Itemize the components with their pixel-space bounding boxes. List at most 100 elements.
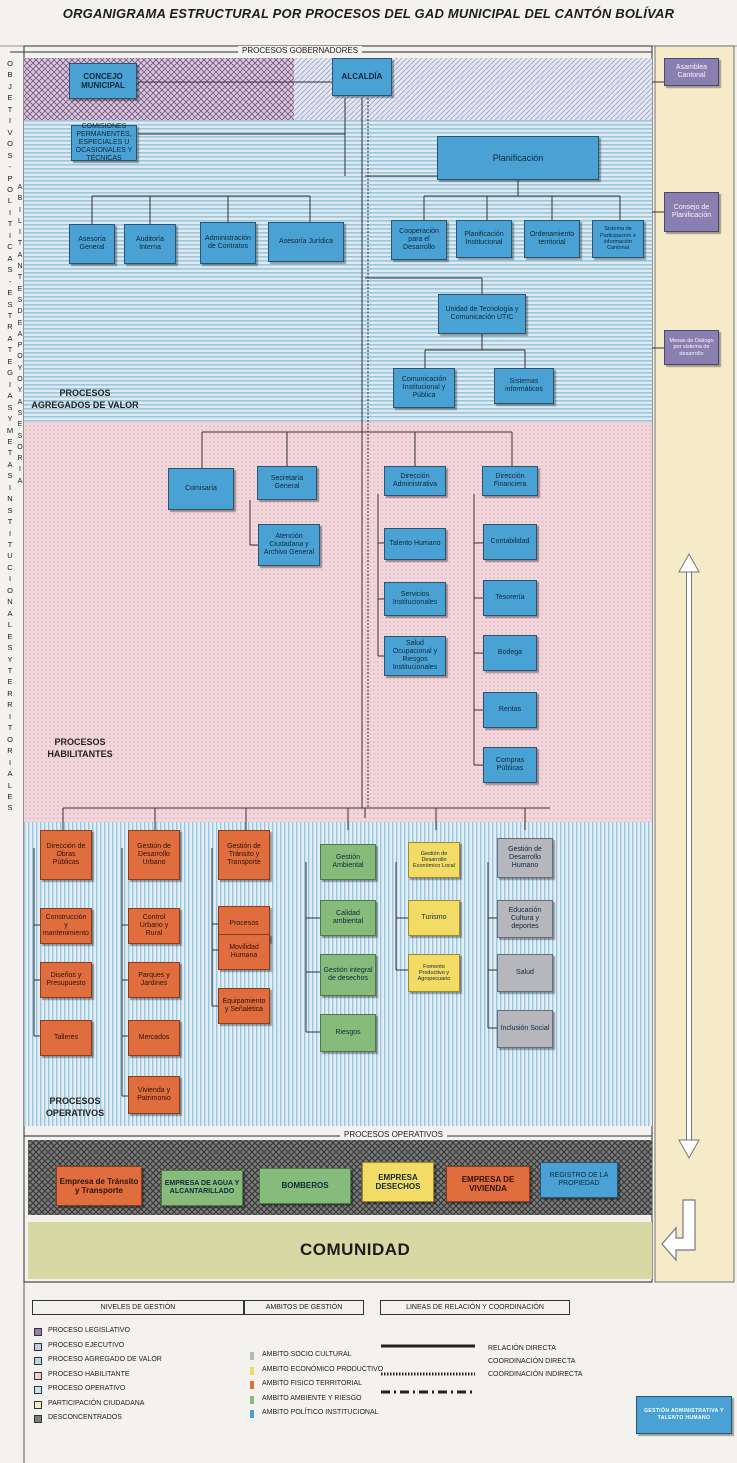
legend-ambitos-title: AMBITOS DE GESTIÓN [244, 1300, 364, 1315]
direccion-administrativa-box[interactable]: Dirección Administrativa [384, 466, 446, 496]
side-letter: O [7, 734, 13, 744]
construccion-mantenimiento-box[interactable]: Construcción y mantenimiento [40, 908, 92, 944]
legend-nivel-item: PROCESO OPERATIVO [48, 1385, 126, 1392]
legend-ambito-item: AMBITO SOCIO CULTURAL [262, 1351, 352, 1358]
comisiones-box[interactable]: COMISIONES PERMANENTES, ESPECIALES U OCA… [71, 123, 137, 162]
bomberos-box[interactable]: BOMBEROS [259, 1168, 351, 1204]
salud-ocupacional-box[interactable]: Salud Ocupacional y Riesgos Instituciona… [384, 636, 446, 676]
rentas-box[interactable]: Rentas [483, 692, 537, 728]
planificacion-box[interactable]: Planificación [437, 136, 599, 180]
side-letter: I [8, 379, 12, 389]
mesas-dialogo-box[interactable]: Mesas de Diálogo por sistema de desarrol… [664, 330, 719, 365]
turismo-box[interactable]: Turismo [408, 900, 460, 936]
side-letter: T [7, 666, 13, 676]
servicios-institucionales-box[interactable]: Servicios Institucionales [384, 582, 446, 616]
side-letter: L [7, 196, 13, 206]
legend-linea-coordinacion: COORDINACIÓN DIRECTA [488, 1358, 576, 1365]
side-letter: O [7, 59, 13, 68]
empresa-transito-box[interactable]: Empresa de Tránsito y Transporte [56, 1166, 142, 1206]
vivienda-patrimonio-box[interactable]: Vivienda y Patrimonio [128, 1076, 180, 1114]
gestion-ambiental-box[interactable]: Gestión Ambiental [320, 844, 376, 880]
administracion-contratos-box[interactable]: Administración de Contratos [200, 222, 256, 264]
legend-nivel-item: DESCONCENTRADOS [48, 1414, 122, 1421]
sistema-participacion-box[interactable]: Sistema de Participación e información C… [592, 220, 644, 258]
equipamiento-senaletica-box[interactable]: Equipamiento y Señalética [218, 988, 270, 1024]
control-urbano-box[interactable]: Control Urbano y Rural [128, 908, 180, 944]
side-letter: E [7, 677, 13, 687]
side-letter: V [7, 127, 13, 137]
desechos-box[interactable]: Gestión integral de desechos [320, 954, 376, 996]
legend-ambito-item: AMBITO ECONÓMICO PRODUCTIVO [262, 1365, 384, 1373]
legend-lineas-title: LINEAS DE RELACIÓN Y COORDINACIÓN [380, 1300, 570, 1315]
legend-nivel-swatch [34, 1357, 42, 1365]
sistemas-informaticos-box[interactable]: Sistemas informáticos [494, 368, 554, 404]
comunidad-label: COMUNIDAD [300, 1240, 411, 1259]
side-letter: S [7, 803, 13, 813]
side-letter: A [7, 769, 13, 779]
consejo-planificacion-box[interactable]: Consejo de Planificación [664, 192, 719, 232]
bodega-box[interactable]: Bodega [483, 635, 537, 671]
calidad-ambiental-box[interactable]: Calidad ambiental [320, 900, 376, 936]
side-letter: L [7, 780, 13, 790]
asesoria-juridica-box[interactable]: Asesoría Jurídica [268, 222, 344, 262]
empresa-vivienda-box[interactable]: EMPRESA DE VIVIENDA [446, 1166, 530, 1202]
direccion-financiera-box[interactable]: Dirección Financiera [482, 466, 538, 496]
cooperacion-desarrollo-box[interactable]: Cooperación para el Desarrollo [391, 220, 447, 260]
ordenamiento-territorial-box[interactable]: Ordenamiento territorial [524, 220, 580, 258]
compras-publicas-box[interactable]: Compras Públicas [483, 747, 537, 783]
talleres-box[interactable]: Talleres [40, 1020, 92, 1056]
side-letter: T [7, 219, 13, 229]
side-letter: T [7, 448, 13, 458]
planificacion-institucional-box[interactable]: Planificación Institucional [456, 220, 512, 258]
movilidad-humana-box[interactable]: Movilidad Humana [218, 934, 270, 970]
empresa-agua-box[interactable]: EMPRESA DE AGUA Y ALCANTARILLADO [161, 1170, 243, 1206]
atencion-ciudadana-box[interactable]: Atención Ciudadana y Archivo General [258, 524, 320, 566]
empresa-desechos-box[interactable]: EMPRESA DESECHOS [362, 1162, 434, 1202]
tesoreria-box[interactable]: Tesorería [483, 580, 537, 616]
side-letter: P [17, 342, 23, 350]
side-letter: S [7, 643, 13, 653]
concejo-municipal-box[interactable]: CONCEJO MUNICIPAL [69, 63, 137, 99]
legend-linea-directa: RELACIÓN DIRECTA [488, 1345, 556, 1352]
alcaldia-box[interactable]: ALCALDÍA [332, 58, 392, 96]
side-letter: I [8, 207, 12, 217]
auditoria-interna-box[interactable]: Auditoría Interna [124, 224, 176, 264]
side-letter: O [17, 443, 23, 451]
legend-nivel-swatch [34, 1386, 42, 1394]
registro-propiedad-box[interactable]: REGISTRO DE LA PROPIEDAD [540, 1162, 618, 1198]
talento-humano-box[interactable]: Talento Humano [384, 528, 446, 560]
comunicacion-institucional-box[interactable]: Comunicación Institucional y Pública [393, 368, 455, 408]
fomento-productivo-box[interactable]: Fomento Productivo y Agropecuario [408, 954, 460, 992]
asesoria-general-box[interactable]: Asesoría General [69, 224, 115, 264]
inclusion-social-box[interactable]: Inclusión Social [497, 1010, 553, 1048]
desarrollo-urbano-box[interactable]: Gestión de Desarrollo Urbano [128, 830, 180, 880]
disenos-presupuesto-box[interactable]: Diseños y Presupuesto [40, 962, 92, 998]
side-letter: N [7, 494, 13, 504]
side-letter: A [7, 459, 13, 469]
side-letter: Y [7, 414, 13, 424]
legend-niveles-title: NIVELES DE GESTIÓN [32, 1300, 244, 1315]
side-letter: T [17, 240, 23, 248]
salud-box[interactable]: Salud [497, 954, 553, 992]
obras-publicas-box[interactable]: Dirección de Obras Públicas [40, 830, 92, 880]
transito-transporte-box[interactable]: Gestión de Tránsito y Transporte [218, 830, 270, 880]
legend-ambito-swatch [250, 1410, 254, 1418]
desarrollo-humano-box[interactable]: Gestión de Desarrollo Humano [497, 838, 553, 878]
side-letter: Y [17, 364, 23, 372]
legend-nivel-item: PARTICIPACIÓN CIUDADANA [48, 1399, 145, 1407]
utic-box[interactable]: Unidad de Tecnología y Comunicación UTIC [438, 294, 526, 334]
secretaria-general-box[interactable]: Secretaría General [257, 466, 317, 500]
asamblea-cantonal-box[interactable]: Asamblea Cantonal [664, 58, 719, 86]
educacion-cultura-box[interactable]: Educación Cultura y deportes [497, 900, 553, 938]
riesgos-box[interactable]: Riesgos [320, 1014, 376, 1052]
desarrollo-economico-box[interactable]: Gestión de Desarrollo Económico Local [408, 842, 460, 878]
contabilidad-box[interactable]: Contabilidad [483, 524, 537, 560]
mercados-box[interactable]: Mercados [128, 1020, 180, 1056]
gestion-badge: GESTIÓN ADMINISTRATIVA Y TALENTO HUMANO [636, 1396, 732, 1434]
comisaria-box[interactable]: Comisaría [168, 468, 234, 510]
side-letter: A [17, 184, 23, 191]
side-letter: D [17, 308, 23, 316]
side-letter: O [17, 376, 23, 384]
parques-jardines-box[interactable]: Parques y Jardines [128, 962, 180, 998]
